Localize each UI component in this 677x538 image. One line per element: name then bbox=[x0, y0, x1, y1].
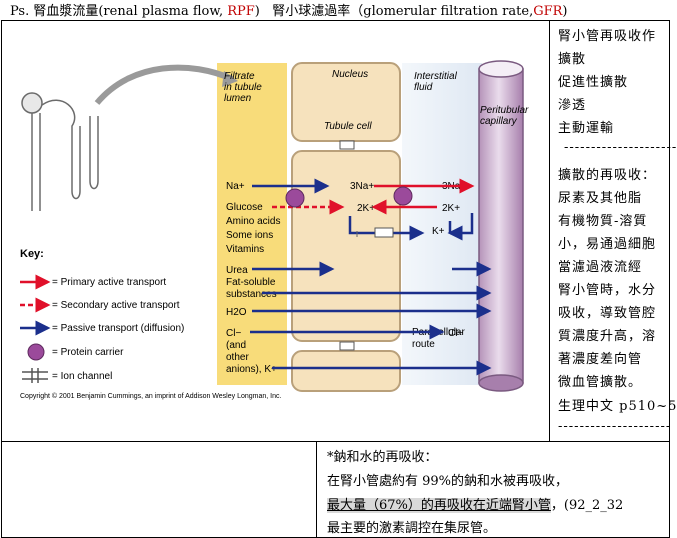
tight-junction bbox=[339, 140, 355, 150]
figure-box: Filtrate in tubule lumen Nucleus Tubule … bbox=[1, 20, 550, 443]
sodium-water-line-2: 在腎小管處約有 99%的鈉和水被再吸收， bbox=[327, 474, 569, 489]
note-line-13: 質濃度升高，溶 bbox=[558, 329, 657, 344]
note-separator-1: --------------------- bbox=[564, 140, 677, 155]
note-line-9: 小，易通過細胞 bbox=[558, 237, 657, 252]
note-line-7: 尿素及其他脂 bbox=[558, 191, 643, 206]
lower-tubule-cell bbox=[291, 350, 401, 392]
note-line-1: 擴散 bbox=[558, 52, 587, 67]
note-line-8: 有機物質-溶質 bbox=[558, 214, 648, 229]
key-passive: = Passive transport (diffusion) bbox=[52, 323, 184, 334]
sodium-water-line-3: 最大量（67%）的再吸收在近端腎小管，(92_2_32 bbox=[327, 494, 623, 513]
na-k-pump bbox=[393, 186, 413, 206]
gfr-en: （glomerular filtration rate, bbox=[350, 4, 534, 19]
note-line-15: 微血管擴散。 bbox=[558, 375, 643, 390]
header-prefix: Ps. bbox=[10, 4, 30, 19]
anions-label-2: other bbox=[226, 352, 249, 363]
interstitial-label-2: fluid bbox=[414, 82, 433, 93]
anions-label-3: anions), K+ bbox=[226, 364, 277, 375]
interstitial-label-1: Interstitial bbox=[414, 71, 458, 82]
zoom-arrow bbox=[94, 64, 234, 105]
page-header: Ps. 腎血漿流量(renal plasma flow, RPF) 腎小球濾過率… bbox=[10, 0, 567, 19]
fat-soluble-label: Fat-soluble bbox=[226, 277, 276, 288]
tubule-cell bbox=[291, 150, 401, 342]
cell-3na-label: 3Na+ bbox=[350, 181, 374, 192]
note-line-3: 滲透 bbox=[558, 98, 587, 113]
copyright: Copyright © 2001 Benjamin Cummings, an i… bbox=[20, 392, 281, 400]
note-line-6: 擴散的再吸收： bbox=[558, 168, 657, 183]
amino-acids-label: Amino acids bbox=[226, 216, 280, 227]
key-secondary: = Secondary active transport bbox=[52, 300, 180, 311]
interstitial-2k-label: 2K+ bbox=[442, 203, 460, 214]
key-channel: = Ion channel bbox=[52, 371, 112, 382]
peritubular-label-1: Peritubular bbox=[480, 105, 529, 116]
glucose-carrier bbox=[285, 188, 305, 208]
nucleus-label: Nucleus bbox=[332, 69, 368, 80]
filtrate-label-2: in tubule bbox=[224, 82, 262, 93]
exam-reference: ，(92_2_32 bbox=[550, 498, 624, 513]
rpf-close: ) bbox=[254, 4, 260, 19]
note-line-0: 腎小管再吸收作 bbox=[558, 29, 657, 44]
rpf-zh: 腎血漿流量 bbox=[33, 4, 99, 19]
paracellular-label-2: route bbox=[412, 339, 435, 350]
gfr-zh: 腎小球濾過率 bbox=[272, 4, 351, 19]
gfr-abbr: GFR bbox=[533, 4, 563, 19]
tubule-transport-diagram: Filtrate in tubule lumen Nucleus Tubule … bbox=[20, 60, 529, 400]
cl-label: Cl− bbox=[448, 328, 463, 339]
cell-2k-label: 2K+ bbox=[357, 203, 375, 214]
tight-junction-lower bbox=[339, 341, 355, 351]
chloride-label: Cl− bbox=[226, 328, 241, 339]
water-label: H2O bbox=[226, 307, 247, 318]
substances-label: substances bbox=[226, 289, 277, 300]
rpf-en: (renal plasma flow, bbox=[98, 4, 228, 19]
right-notes-panel: 腎小管再吸收作 擴散 促進性擴散 滲透 主動運輸 ---------------… bbox=[549, 20, 676, 443]
sodium-water-line-4: 最主要的激素調控在集尿管。 bbox=[327, 521, 497, 536]
note-line-10: 當濾過液流經 bbox=[558, 260, 643, 275]
filtrate-label-3: lumen bbox=[224, 93, 252, 104]
key-primary: = Primary active transport bbox=[52, 277, 166, 288]
rpf-abbr: RPF bbox=[227, 4, 255, 19]
bottom-left-cell bbox=[1, 441, 318, 538]
k-leak-arrow bbox=[348, 216, 425, 241]
note-separator-2: --------------------- bbox=[558, 419, 672, 434]
key-title: Key: bbox=[20, 248, 44, 260]
glucose-label: Glucose bbox=[226, 202, 263, 213]
k-plus-label: K+ bbox=[432, 226, 445, 237]
na-label: Na+ bbox=[226, 181, 245, 192]
filtrate-label-1: Filtrate bbox=[224, 71, 255, 82]
note-line-4: 主動運輸 bbox=[558, 121, 615, 136]
gfr-close: ) bbox=[562, 4, 568, 19]
anions-label-1: (and bbox=[226, 340, 246, 351]
some-ions-label: Some ions bbox=[226, 230, 273, 241]
note-line-11: 腎小管時，水分 bbox=[558, 283, 657, 298]
note-line-16: 生理中文 p510~5 bbox=[558, 399, 677, 414]
proximal-tubule-highlight: 最大量（67%）的再吸收在近端腎小管 bbox=[327, 498, 551, 513]
peritubular-capillary bbox=[478, 68, 524, 384]
peritubular-label-2: capillary bbox=[480, 116, 518, 127]
note-line-2: 促進性擴散 bbox=[558, 75, 629, 90]
nephron-sketch bbox=[21, 92, 99, 211]
key-carrier-swatch bbox=[27, 343, 45, 361]
tubule-cell-label: Tubule cell bbox=[324, 121, 372, 132]
key-channel-swatch bbox=[22, 368, 48, 383]
note-line-14: 著濃度差向管 bbox=[558, 352, 643, 367]
k-channel bbox=[374, 227, 394, 238]
bottom-right-notes: *鈉和水的再吸收： 在腎小管處約有 99%的鈉和水被再吸收， 最大量（67%）的… bbox=[316, 441, 670, 538]
sodium-water-heading: *鈉和水的再吸收： bbox=[327, 450, 438, 465]
urea-label: Urea bbox=[226, 265, 248, 276]
vitamins-label: Vitamins bbox=[226, 244, 264, 255]
key-carrier: = Protein carrier bbox=[52, 347, 124, 358]
note-line-12: 吸收，導致管腔 bbox=[558, 306, 657, 321]
